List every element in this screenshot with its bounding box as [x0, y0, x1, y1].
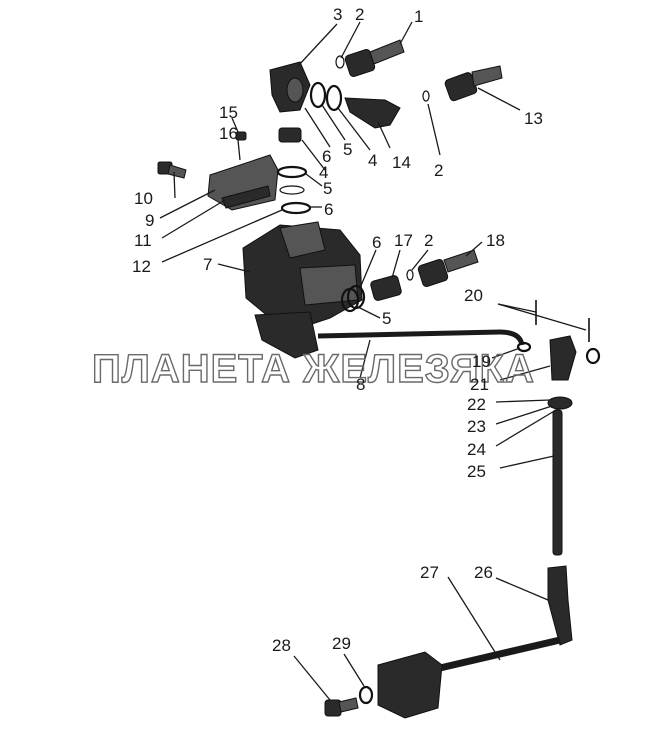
label-13: 13: [524, 109, 543, 128]
label-27: 27: [420, 563, 439, 582]
part-1-fitting: [344, 39, 405, 77]
part-17-fitting: [370, 275, 402, 301]
label-19: 19: [472, 352, 491, 371]
part-4-ring-b: [276, 165, 308, 179]
part-2-ring-top: [335, 55, 345, 69]
callout-labels: 1 2 3 13 15 16 14 2 6 5 4 10 4 5 9 11 6 …: [132, 5, 543, 655]
label-14: 14: [392, 153, 411, 172]
label-11: 11: [134, 231, 152, 250]
part-27-lever: [439, 636, 561, 672]
part-18-bolt: [417, 249, 479, 287]
part-8-rod: [317, 329, 525, 346]
label-5-b: 5: [323, 179, 332, 198]
part-29-washer: [358, 685, 374, 705]
parts-drawing: [157, 39, 601, 719]
label-8: 8: [356, 375, 365, 394]
part-5-ring-c: [340, 287, 360, 313]
label-1: 1: [414, 7, 423, 26]
part-26-clamp: [547, 565, 573, 646]
watermark-text: ПЛАНЕТА ЖЕЛЕЗЯКА: [92, 347, 535, 391]
label-29: 29: [332, 634, 351, 653]
part-5-ring-a: [309, 81, 327, 109]
label-23: 23: [467, 417, 486, 436]
part-27-weight: [377, 651, 443, 719]
label-6-c: 6: [372, 233, 381, 252]
part-15-nut: [235, 131, 247, 141]
part-21-ring: [585, 347, 601, 365]
label-16: 16: [219, 124, 238, 143]
label-12: 12: [132, 257, 151, 276]
label-28: 28: [272, 636, 291, 655]
part-3-banjo: [269, 61, 311, 113]
label-25: 25: [467, 462, 486, 481]
part-28-bolt: [324, 697, 359, 717]
label-3: 3: [333, 5, 342, 24]
part-5-ring-b: [279, 185, 305, 195]
label-6-a: 6: [322, 147, 331, 166]
label-20: 20: [464, 286, 483, 305]
label-6-b: 6: [324, 200, 333, 219]
label-2-mid: 2: [424, 231, 433, 250]
label-10: 10: [134, 189, 153, 208]
label-4-b: 4: [319, 163, 328, 182]
label-22: 22: [467, 395, 486, 414]
label-5-c: 5: [382, 309, 391, 328]
part-6-nut: [278, 127, 302, 143]
part-10-bolt: [157, 161, 187, 179]
label-4-a: 4: [368, 151, 377, 170]
part-7-valve-body: [242, 221, 363, 359]
label-21: 21: [470, 375, 489, 394]
part-2-ring-right: [422, 90, 430, 102]
part-21-fitting: [549, 335, 577, 381]
label-5-a: 5: [343, 140, 352, 159]
label-24: 24: [467, 440, 486, 459]
part-22-clamp: [547, 396, 573, 410]
part-14-fitting: [344, 97, 401, 129]
part-13-bolt: [444, 65, 503, 102]
label-2-top: 2: [355, 5, 364, 24]
leader-lines: [159, 21, 587, 701]
label-17: 17: [394, 231, 413, 250]
part-25-rod: [552, 409, 563, 556]
part-19-ring: [516, 341, 532, 353]
label-2-right: 2: [434, 161, 443, 180]
part-2-ring-mid: [406, 269, 414, 281]
part-4-ring-a: [325, 84, 343, 112]
part-9-bracket: [207, 154, 279, 211]
label-18: 18: [486, 231, 505, 250]
part-6-ring-b: [280, 201, 312, 215]
label-26: 26: [474, 563, 493, 582]
label-7: 7: [203, 255, 212, 274]
label-9: 9: [145, 211, 154, 230]
label-15: 15: [219, 103, 238, 122]
